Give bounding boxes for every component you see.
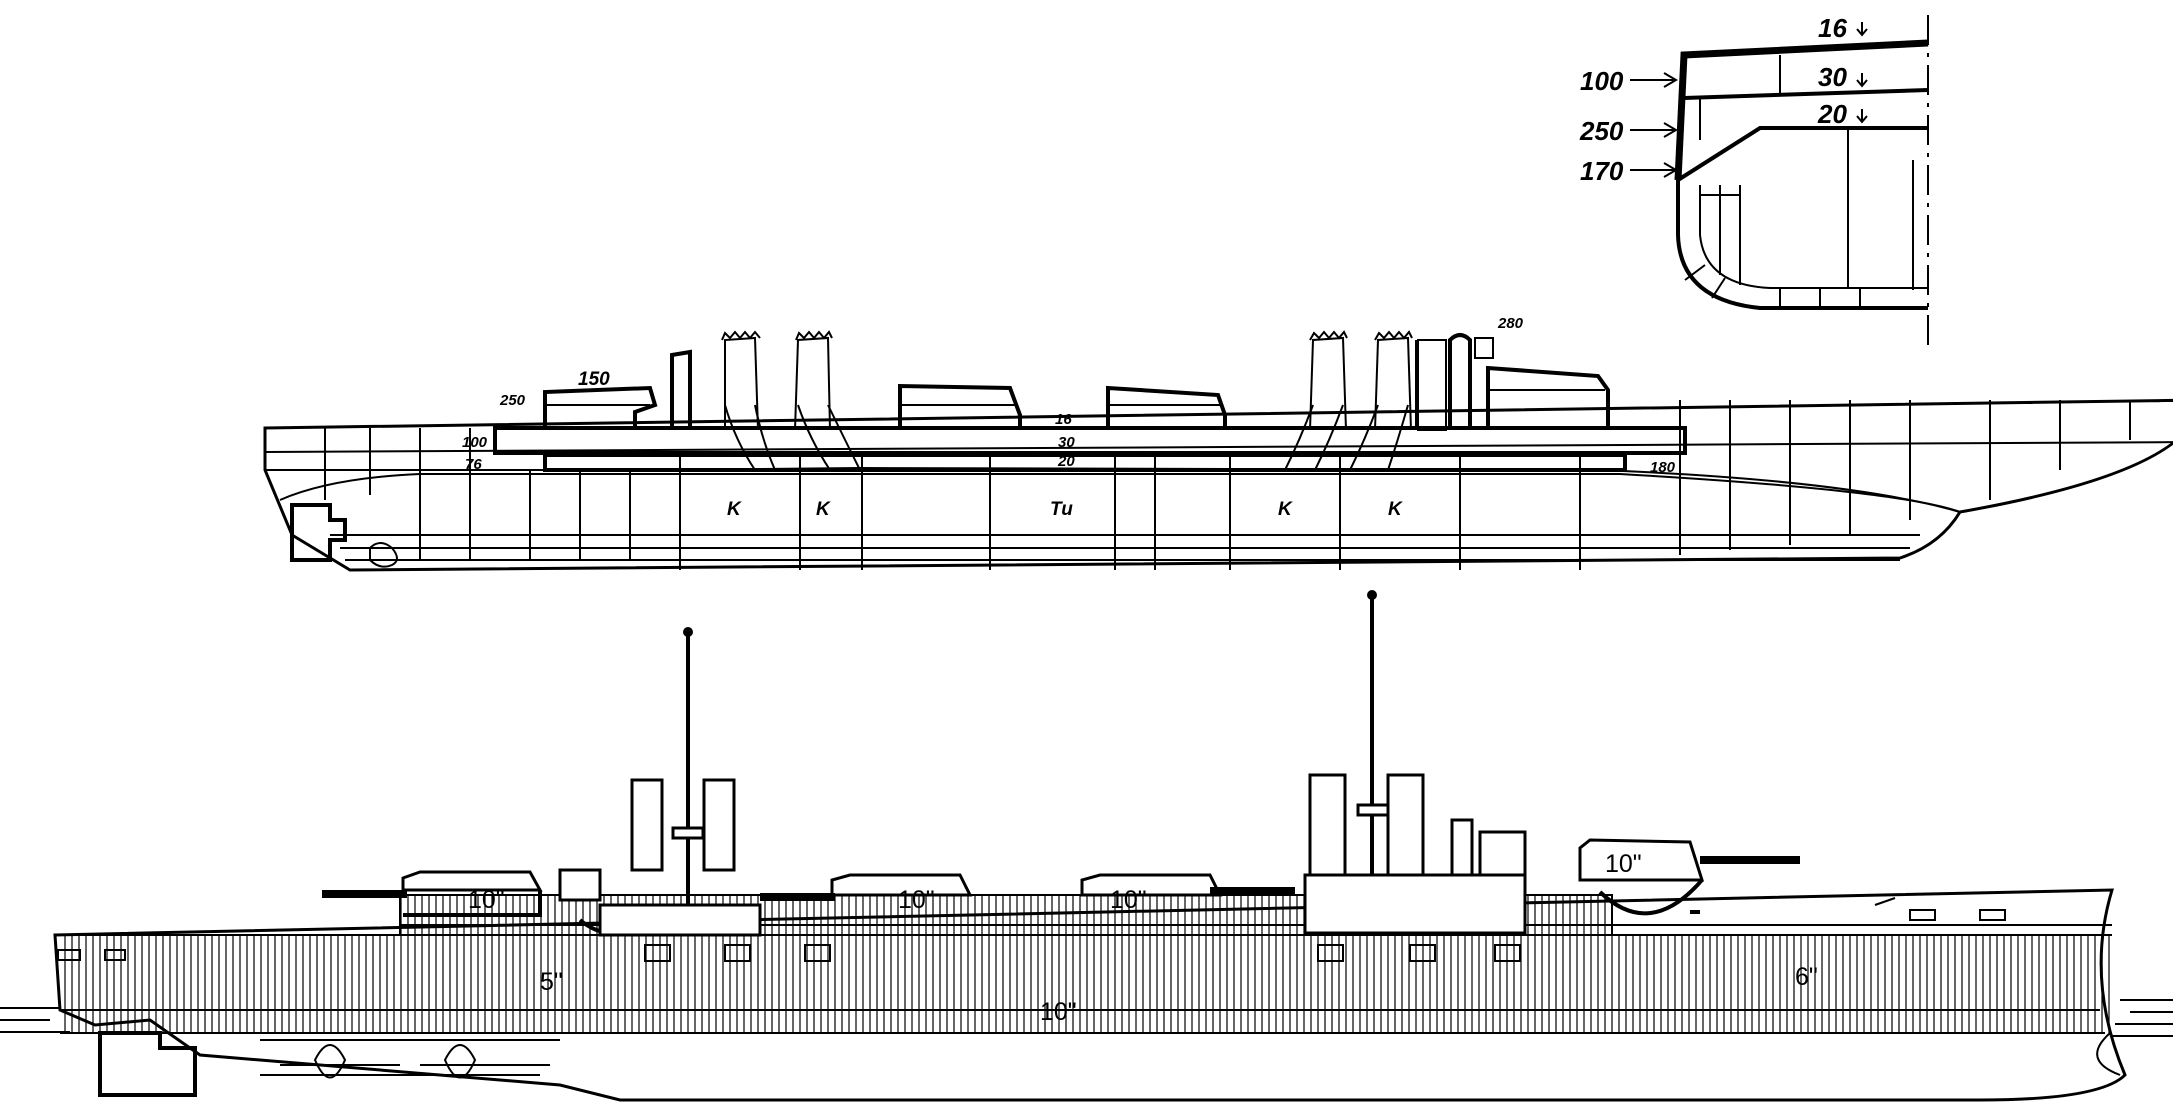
turret-label: 10"	[1605, 850, 1642, 878]
profile-deck-label-16: 16	[1055, 411, 1072, 428]
arrow-icon	[1630, 162, 1678, 178]
profile-side-label-76: 76	[465, 456, 482, 473]
arrow-icon	[1856, 22, 1868, 37]
compartment-label: K	[727, 499, 742, 520]
belt-label: 5"	[540, 968, 563, 996]
profile-top-label-280: 280	[1497, 315, 1524, 332]
compartment-label: K	[1388, 499, 1403, 520]
propeller-icon	[369, 542, 398, 568]
compartment-label: K	[816, 499, 831, 520]
midship-section: 16 30 20 100 250 170	[1579, 13, 1929, 345]
turret-label: 10"	[898, 886, 935, 914]
section-label-30: 30	[1818, 62, 1847, 92]
profile-deck-label-30: 30	[1058, 434, 1075, 451]
turret-label: 10"	[468, 886, 505, 914]
arrow-icon	[1856, 109, 1868, 124]
inboard-profile: 150 280 250 100 76 180 16 30 20 K K Tu K…	[263, 315, 2173, 572]
profile-side-label-250: 250	[499, 392, 526, 409]
profile-deck-label-20: 20	[1057, 453, 1075, 470]
section-label-100: 100	[1580, 66, 1624, 96]
section-label-170: 170	[1580, 156, 1624, 186]
rudder-icon	[290, 503, 347, 562]
section-label-250: 250	[1579, 116, 1624, 146]
section-label-16: 16	[1818, 13, 1847, 43]
profile-top-label-150: 150	[578, 369, 610, 390]
section-label-20: 20	[1817, 99, 1847, 129]
outboard-elevation: 10" 10" 10" 10" 5" 10" 6"	[0, 590, 2173, 1102]
arrow-icon	[1856, 73, 1868, 88]
arrow-icon	[1630, 122, 1678, 138]
arrow-icon	[1630, 72, 1678, 88]
belt-label: 10"	[1040, 998, 1077, 1026]
turret-label: 10"	[1110, 886, 1147, 914]
belt-label: 6"	[1795, 963, 1818, 991]
rudder-icon	[98, 1031, 197, 1097]
compartment-label: Tu	[1050, 499, 1073, 520]
profile-side-label-100: 100	[462, 434, 488, 451]
compartment-label: K	[1278, 499, 1293, 520]
profile-side-label-180: 180	[1650, 459, 1676, 476]
